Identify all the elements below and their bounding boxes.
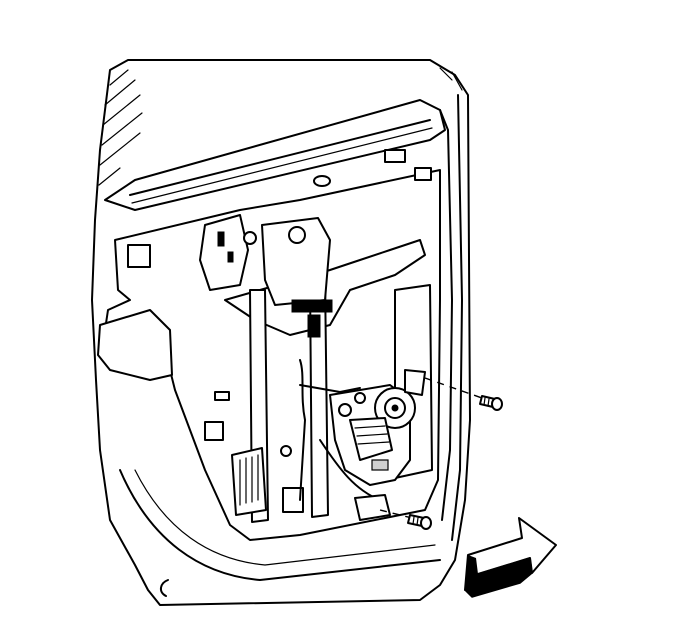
door-sill: [119, 469, 441, 597]
bolt-icon: [379, 509, 432, 530]
shell-hatching: [98, 67, 463, 186]
direction-arrow-icon: [464, 517, 557, 598]
motor-gear-detail: [338, 392, 390, 471]
bolt-icon: [424, 377, 503, 411]
lock-rod-teeth: [239, 454, 259, 506]
window-regulator-motor-icon: [299, 359, 426, 521]
